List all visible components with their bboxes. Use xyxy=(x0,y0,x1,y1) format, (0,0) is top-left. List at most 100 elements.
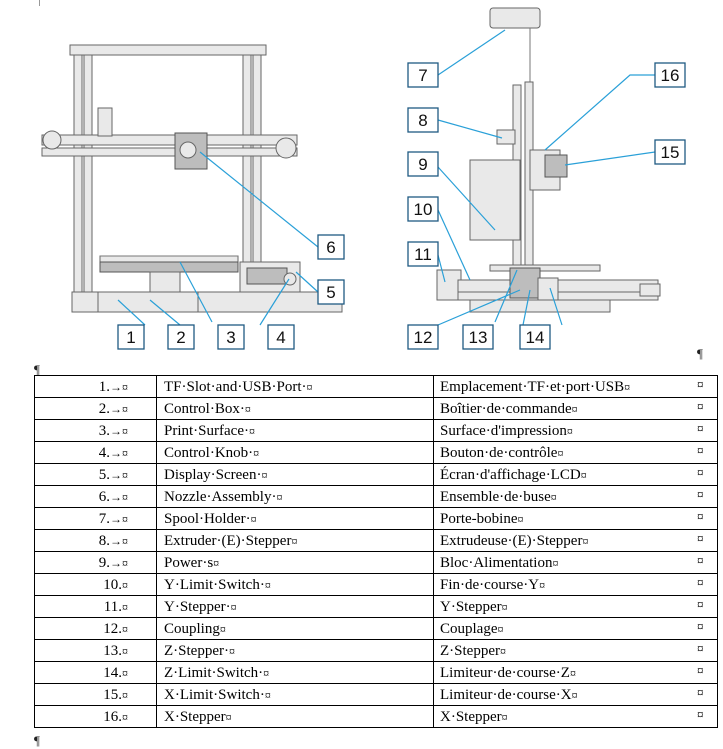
tab-mark: → xyxy=(110,533,122,548)
part-number: 13. xyxy=(103,642,122,659)
cell-mark: ¤ xyxy=(122,577,128,592)
english-label: Nozzle·Assembly· xyxy=(164,488,277,505)
table-row: 9.→¤Power·s¤Bloc·Alimentation¤ xyxy=(34,551,718,574)
svg-text:9: 9 xyxy=(418,155,427,174)
english-label: Power·s xyxy=(164,554,214,571)
part-name-english: Z·Stepper·¤ xyxy=(156,639,434,662)
callout-9: 9 xyxy=(407,151,439,177)
part-name-french: Surface·d'impression¤ xyxy=(433,419,718,442)
svg-text:15: 15 xyxy=(661,143,680,162)
svg-text:13: 13 xyxy=(469,328,488,347)
part-number-cell: 7.→¤ xyxy=(34,507,157,530)
table-row: 3.→¤Print·Surface·¤Surface·d'impression¤ xyxy=(34,419,718,442)
part-name-french: Porte-bobine¤ xyxy=(433,507,718,530)
callout-3: 3 xyxy=(217,324,245,350)
part-number: 11. xyxy=(103,598,122,615)
french-label: Bloc·Alimentation xyxy=(440,554,553,571)
french-label: Limiteur·de·course·Z xyxy=(440,664,570,681)
table-row: 5.→¤Display·Screen·¤Écran·d'affichage·LC… xyxy=(34,463,718,486)
parts-table: 1.→¤TF·Slot·and·USB·Port·¤Emplacement·TF… xyxy=(34,375,718,728)
english-label: Coupling xyxy=(164,620,220,637)
cell-mark: ¤ xyxy=(517,511,524,526)
english-label: X·Stepper xyxy=(164,708,226,725)
row-end-mark: ¤ xyxy=(697,707,704,722)
row-end-mark: ¤ xyxy=(697,531,704,546)
cell-mark: ¤ xyxy=(122,489,128,504)
part-name-english: Nozzle·Assembly·¤ xyxy=(156,485,434,508)
tab-mark: → xyxy=(110,489,122,504)
cell-mark: ¤ xyxy=(122,445,128,460)
cell-mark: ¤ xyxy=(566,423,573,438)
side-view xyxy=(436,7,661,313)
callout-13: 13 xyxy=(462,324,494,350)
cell-mark: ¤ xyxy=(291,533,298,548)
tab-mark: → xyxy=(110,511,122,526)
svg-text:5: 5 xyxy=(326,283,335,302)
part-number-cell: 16.¤ xyxy=(34,705,157,728)
part-name-english: Z·Limit·Switch·¤ xyxy=(156,661,434,684)
part-number: 10. xyxy=(103,576,122,593)
french-label: Écran·d'affichage·LCD xyxy=(440,466,581,483)
french-label: Surface·d'impression xyxy=(440,422,567,439)
part-number: 15. xyxy=(103,686,122,703)
cell-mark: ¤ xyxy=(122,643,128,658)
english-label: Print·Surface· xyxy=(164,422,249,439)
row-end-mark: ¤ xyxy=(697,575,704,590)
cell-mark: ¤ xyxy=(122,401,128,416)
row-end-mark: ¤ xyxy=(697,509,704,524)
cell-mark: ¤ xyxy=(539,577,546,592)
paragraph-mark: ¶ xyxy=(34,733,40,748)
svg-text:8: 8 xyxy=(418,111,427,130)
part-name-english: Display·Screen·¤ xyxy=(156,463,434,486)
part-name-french: Bouton·de·contrôle¤ xyxy=(433,441,718,464)
svg-text:11: 11 xyxy=(414,245,432,264)
part-number: 3. xyxy=(98,422,110,439)
part-name-french: Limiteur·de·course·X¤ xyxy=(433,683,718,706)
part-name-english: Y·Limit·Switch·¤ xyxy=(156,573,434,596)
row-end-mark: ¤ xyxy=(697,685,704,700)
part-name-english: X·Stepper¤ xyxy=(156,705,434,728)
callout-8: 8 xyxy=(407,107,439,133)
svg-text:7: 7 xyxy=(418,66,427,85)
english-label: Display·Screen· xyxy=(164,466,262,483)
part-number-cell: 14.¤ xyxy=(34,661,157,684)
cell-mark: ¤ xyxy=(264,687,271,702)
english-label: Z·Stepper· xyxy=(164,642,229,659)
cell-mark: ¤ xyxy=(557,445,564,460)
french-label: Porte-bobine xyxy=(440,510,518,527)
cell-mark: ¤ xyxy=(213,555,220,570)
svg-text:16: 16 xyxy=(661,66,680,85)
svg-text:10: 10 xyxy=(414,200,433,219)
row-end-mark: ¤ xyxy=(697,487,704,502)
table-row: 2.→¤Control·Box·¤Boîtier·de·commande¤ xyxy=(34,397,718,420)
callout-6: 6 xyxy=(317,234,345,260)
row-end-mark: ¤ xyxy=(697,465,704,480)
table-row: 14.¤Z·Limit·Switch·¤ Limiteur·de·course·Z… xyxy=(34,661,718,684)
french-label: Ensemble·de·buse xyxy=(440,488,551,505)
part-name-french: Emplacement·TF·et·port·USB¤ xyxy=(433,375,718,398)
tab-mark: → xyxy=(110,555,122,570)
cell-mark: ¤ xyxy=(501,599,508,614)
table-row: 13.¤Z·Stepper·¤Z·Stepper¤ xyxy=(34,639,718,662)
table-row: 11.¤Y·Stepper·¤Y·Stepper¤ xyxy=(34,595,718,618)
cell-mark: ¤ xyxy=(306,379,313,394)
french-label: Boîtier·de·commande xyxy=(440,400,572,417)
part-number: 2. xyxy=(98,400,110,417)
callout-5: 5 xyxy=(317,279,345,305)
part-number-cell: 4.→¤ xyxy=(34,441,157,464)
table-row: 15.¤X·Limit·Switch·¤Limiteur·de·course·X… xyxy=(34,683,718,706)
part-number-cell: 5.→¤ xyxy=(34,463,157,486)
callout-11: 11 xyxy=(407,241,439,267)
cell-mark: ¤ xyxy=(497,621,504,636)
part-number: 12. xyxy=(103,620,122,637)
paragraph-mark: ¶ xyxy=(697,346,703,361)
cell-mark: ¤ xyxy=(250,511,257,526)
cell-mark: ¤ xyxy=(571,687,578,702)
row-end-mark: ¤ xyxy=(697,641,704,656)
cell-mark: ¤ xyxy=(122,687,128,702)
part-name-french: Boîtier·de·commande¤ xyxy=(433,397,718,420)
part-name-english: Spool·Holder·¤ xyxy=(156,507,434,530)
row-end-mark: ¤ xyxy=(697,443,704,458)
svg-text:12: 12 xyxy=(414,328,433,347)
cell-mark: ¤ xyxy=(122,379,128,394)
